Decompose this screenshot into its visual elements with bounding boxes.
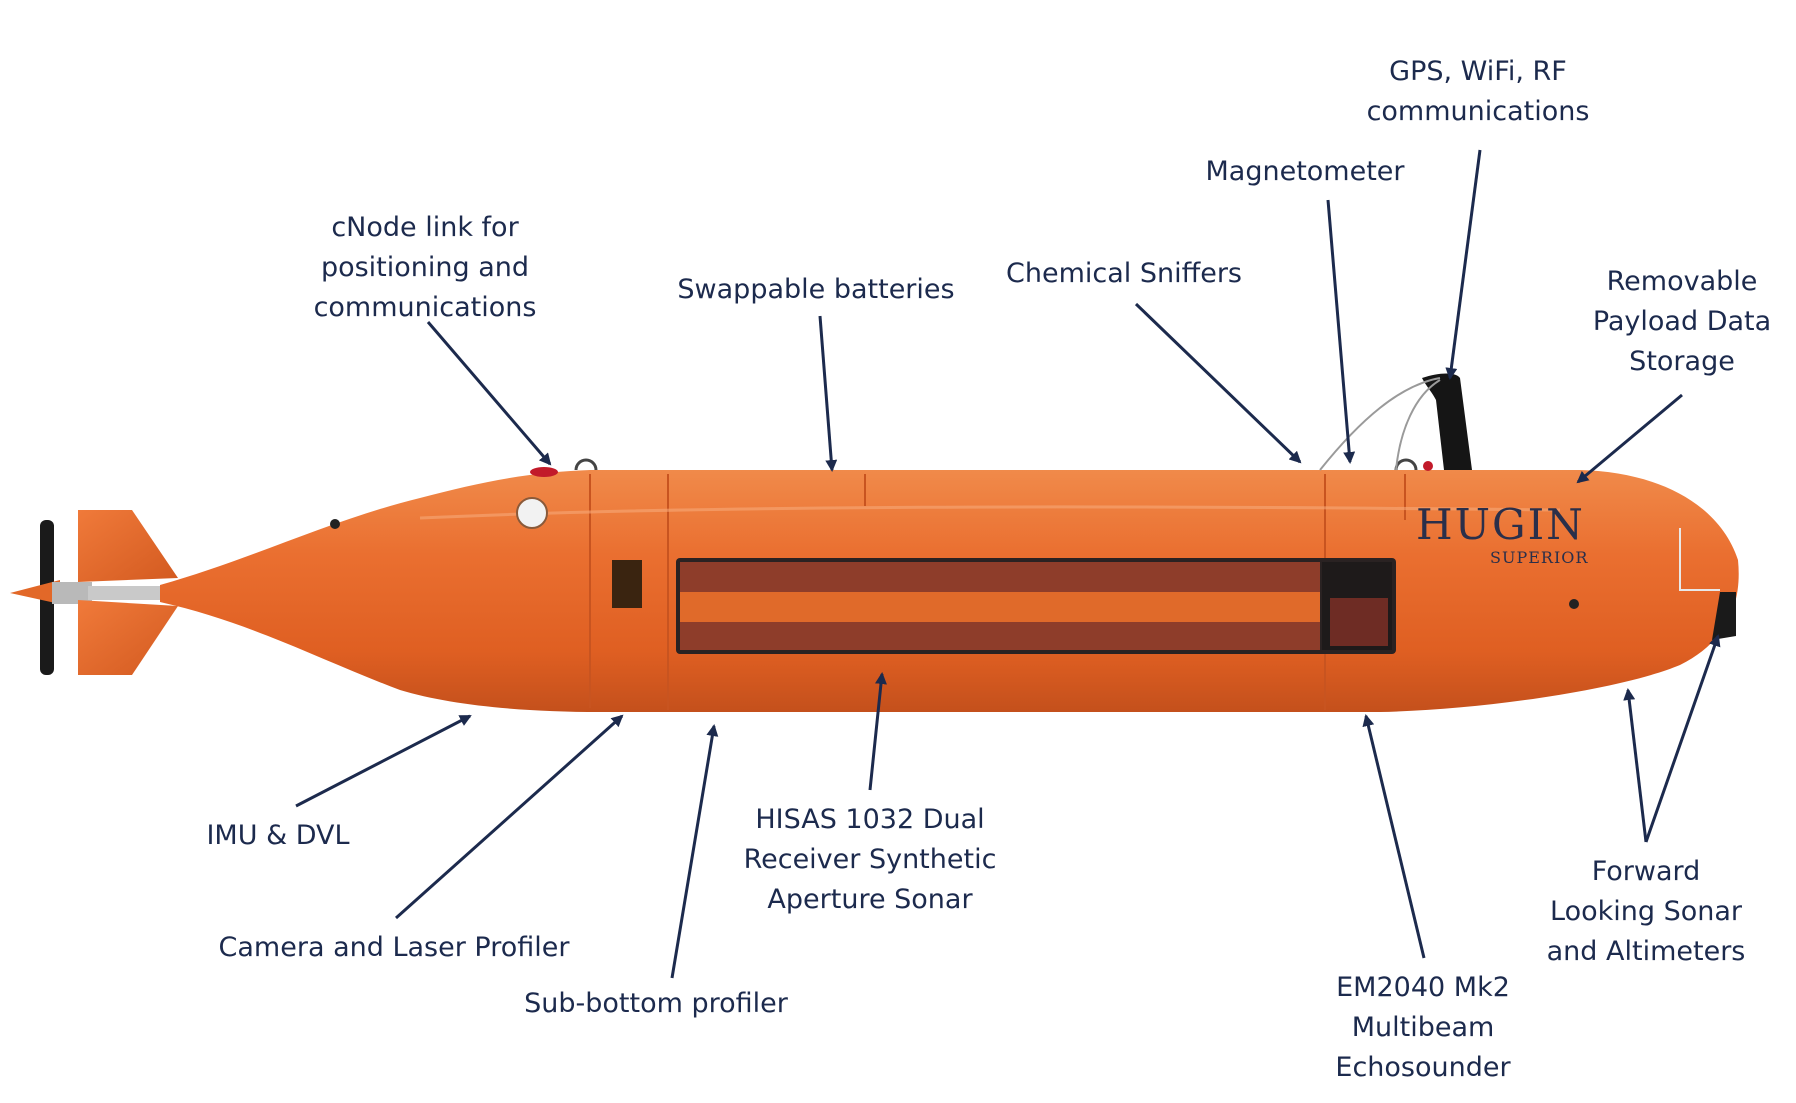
hugin-logo: HUGIN xyxy=(1416,500,1585,549)
propeller xyxy=(10,520,92,675)
callout-arrow-imu xyxy=(295,714,472,808)
callout-arrow-em2040 xyxy=(1362,714,1426,959)
label-sub-bottom: Sub-bottom profiler xyxy=(524,988,788,1019)
callout-arrow-hisas xyxy=(868,672,887,791)
callout-arrow-batteries xyxy=(818,315,838,472)
callout-arrow-cnode xyxy=(426,321,552,466)
label-magnetometer: Magnetometer xyxy=(1205,156,1405,187)
lower-tail-fin xyxy=(78,600,178,675)
antenna-mast xyxy=(1422,373,1472,470)
hugin-model-text: SUPERIOR xyxy=(1490,548,1589,567)
sonar-panel xyxy=(676,558,1396,654)
callout-arrow-fwd2 xyxy=(1644,634,1721,843)
callout-arrow-storage xyxy=(1576,393,1683,484)
upper-tail-fin xyxy=(78,510,178,582)
label-imu-dvl: IMU & DVL xyxy=(206,820,350,851)
callout-arrow-sniffers xyxy=(1134,302,1302,464)
label-chemical-sniffers: Chemical Sniffers xyxy=(1006,258,1242,289)
label-camera-laser: Camera and Laser Profiler xyxy=(218,932,570,963)
callout-arrow-camera xyxy=(395,714,624,920)
callout-arrow-magnet xyxy=(1326,199,1356,464)
callout-arrow-subbottom xyxy=(670,724,719,979)
callout-arrow-fwd1 xyxy=(1623,688,1648,843)
label-swappable-batteries: Swappable batteries xyxy=(677,274,955,305)
callout-arrows xyxy=(295,149,1721,979)
callout-arrow-gps xyxy=(1445,149,1482,380)
